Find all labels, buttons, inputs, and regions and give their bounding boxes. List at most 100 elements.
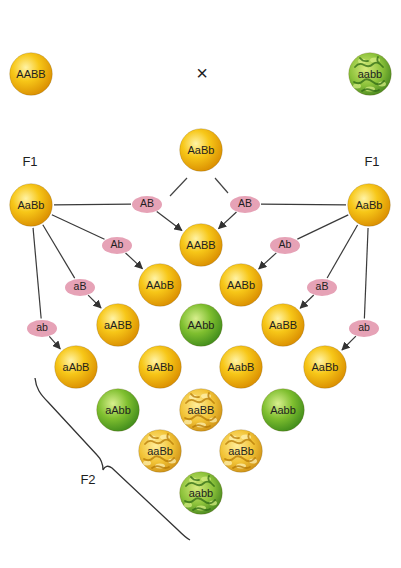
pea-node: AABb xyxy=(219,263,263,307)
f2-bracket xyxy=(35,378,190,540)
pea-body xyxy=(304,346,347,389)
pea-node: aaBb xyxy=(138,429,182,473)
pea-body xyxy=(220,430,263,473)
pea-body xyxy=(97,389,140,432)
cross-symbol: × xyxy=(196,62,208,85)
pea-node: AABB xyxy=(9,52,53,96)
gamete-oval: aB xyxy=(307,279,337,296)
pea-body xyxy=(348,184,391,227)
pea-node: aabb xyxy=(348,52,392,96)
pea-node: aaBB xyxy=(179,388,223,432)
pea-node: aABb xyxy=(138,345,182,389)
pea-body xyxy=(180,472,223,515)
pea-body xyxy=(349,53,392,96)
pea-body xyxy=(139,430,182,473)
generation-label: F2 xyxy=(80,472,95,487)
genotype-label: AaBb xyxy=(312,361,339,373)
gamete-line xyxy=(54,204,131,206)
fertilization-arrow xyxy=(219,212,237,229)
pea-node: AaBb xyxy=(303,345,347,389)
fertilization-arrow xyxy=(88,295,101,308)
gamete-line xyxy=(33,228,41,319)
genotype-label: Aabb xyxy=(270,404,296,416)
fertilization-arrow xyxy=(157,211,182,230)
fertilization-arrow xyxy=(342,336,356,350)
pea-node: aaBb xyxy=(219,429,263,473)
pea-body xyxy=(220,346,263,389)
gamete-label: aB xyxy=(74,281,87,293)
pea-wrinkle xyxy=(354,57,384,91)
pea-body xyxy=(139,264,182,307)
gamete-oval: ab xyxy=(27,320,57,337)
pea-node: AABB xyxy=(179,223,223,267)
genotype-label: AaBb xyxy=(18,199,45,211)
gamete-label: ab xyxy=(358,322,370,334)
genotype-label: AAbb xyxy=(188,319,215,331)
genotype-label: aABB xyxy=(104,319,132,331)
pea-wrinkle xyxy=(143,461,151,466)
gamete-label: AB xyxy=(238,198,252,210)
genotype-label: AaBb xyxy=(188,144,215,156)
pea-body xyxy=(180,224,223,267)
gamete-line xyxy=(327,225,357,278)
gamete-line xyxy=(364,228,368,319)
gamete-line xyxy=(43,225,75,278)
genotype-label: aABb xyxy=(147,361,174,373)
pea-node: aAbb xyxy=(96,388,140,432)
gamete-oval: Ab xyxy=(270,237,300,254)
gamete-oval: aB xyxy=(65,279,95,296)
genotype-label: AaBb xyxy=(356,199,383,211)
pea-body xyxy=(180,129,223,172)
pea-wrinkle xyxy=(225,434,255,468)
pea-wrinkle xyxy=(185,476,215,510)
gamete-label: aB xyxy=(316,281,329,293)
genotype-label: aAbb xyxy=(105,404,131,416)
gamete-oval: AB xyxy=(132,196,162,213)
genotype-label: AabB xyxy=(228,361,255,373)
generation-label: F1 xyxy=(22,154,37,169)
genotype-label: aaBb xyxy=(228,445,254,457)
gamete-label: Ab xyxy=(111,239,124,251)
gamete-line xyxy=(261,204,346,206)
pea-body xyxy=(220,264,263,307)
genotype-label: aaBb xyxy=(147,445,173,457)
genotype-label: AABb xyxy=(227,279,255,291)
pea-wrinkle xyxy=(224,461,232,466)
gamete-oval: ab xyxy=(349,320,379,337)
genotype-label: aabb xyxy=(358,68,382,80)
genotype-label: aaBB xyxy=(188,404,215,416)
fertilization-arrow xyxy=(49,336,60,349)
genotype-label: AABB xyxy=(186,239,215,251)
pea-wrinkle xyxy=(185,393,215,427)
pea-body xyxy=(262,389,305,432)
pea-body xyxy=(262,304,305,347)
pea-node: AaBb xyxy=(179,128,223,172)
pea-node: aabb xyxy=(179,471,223,515)
pea-wrinkle xyxy=(144,434,174,468)
genotype-label: AAbB xyxy=(146,279,174,291)
pea-node: Aabb xyxy=(261,388,305,432)
pea-node: AaBb xyxy=(9,183,53,227)
pea-node: aAbB xyxy=(54,345,98,389)
genotype-label: AaBB xyxy=(269,319,297,331)
gamete-oval: AB xyxy=(230,196,260,213)
cross-line xyxy=(215,178,228,193)
gamete-line xyxy=(297,215,348,239)
pea-node: AAbB xyxy=(138,263,182,307)
pea-wrinkle xyxy=(184,503,192,508)
pea-body xyxy=(55,346,98,389)
fertilization-arrow xyxy=(300,295,314,308)
pea-body xyxy=(10,184,53,227)
gamete-oval: Ab xyxy=(102,237,132,254)
cross-line xyxy=(170,178,187,196)
pea-body xyxy=(180,304,223,347)
genotype-label: aabb xyxy=(189,487,213,499)
pea-body xyxy=(10,53,53,96)
generation-label: F1 xyxy=(364,154,379,169)
genotype-label: aAbB xyxy=(63,361,90,373)
gamete-label: Ab xyxy=(279,239,292,251)
gamete-label: ab xyxy=(36,322,48,334)
pea-node: AaBB xyxy=(261,303,305,347)
pea-wrinkle xyxy=(184,420,192,425)
